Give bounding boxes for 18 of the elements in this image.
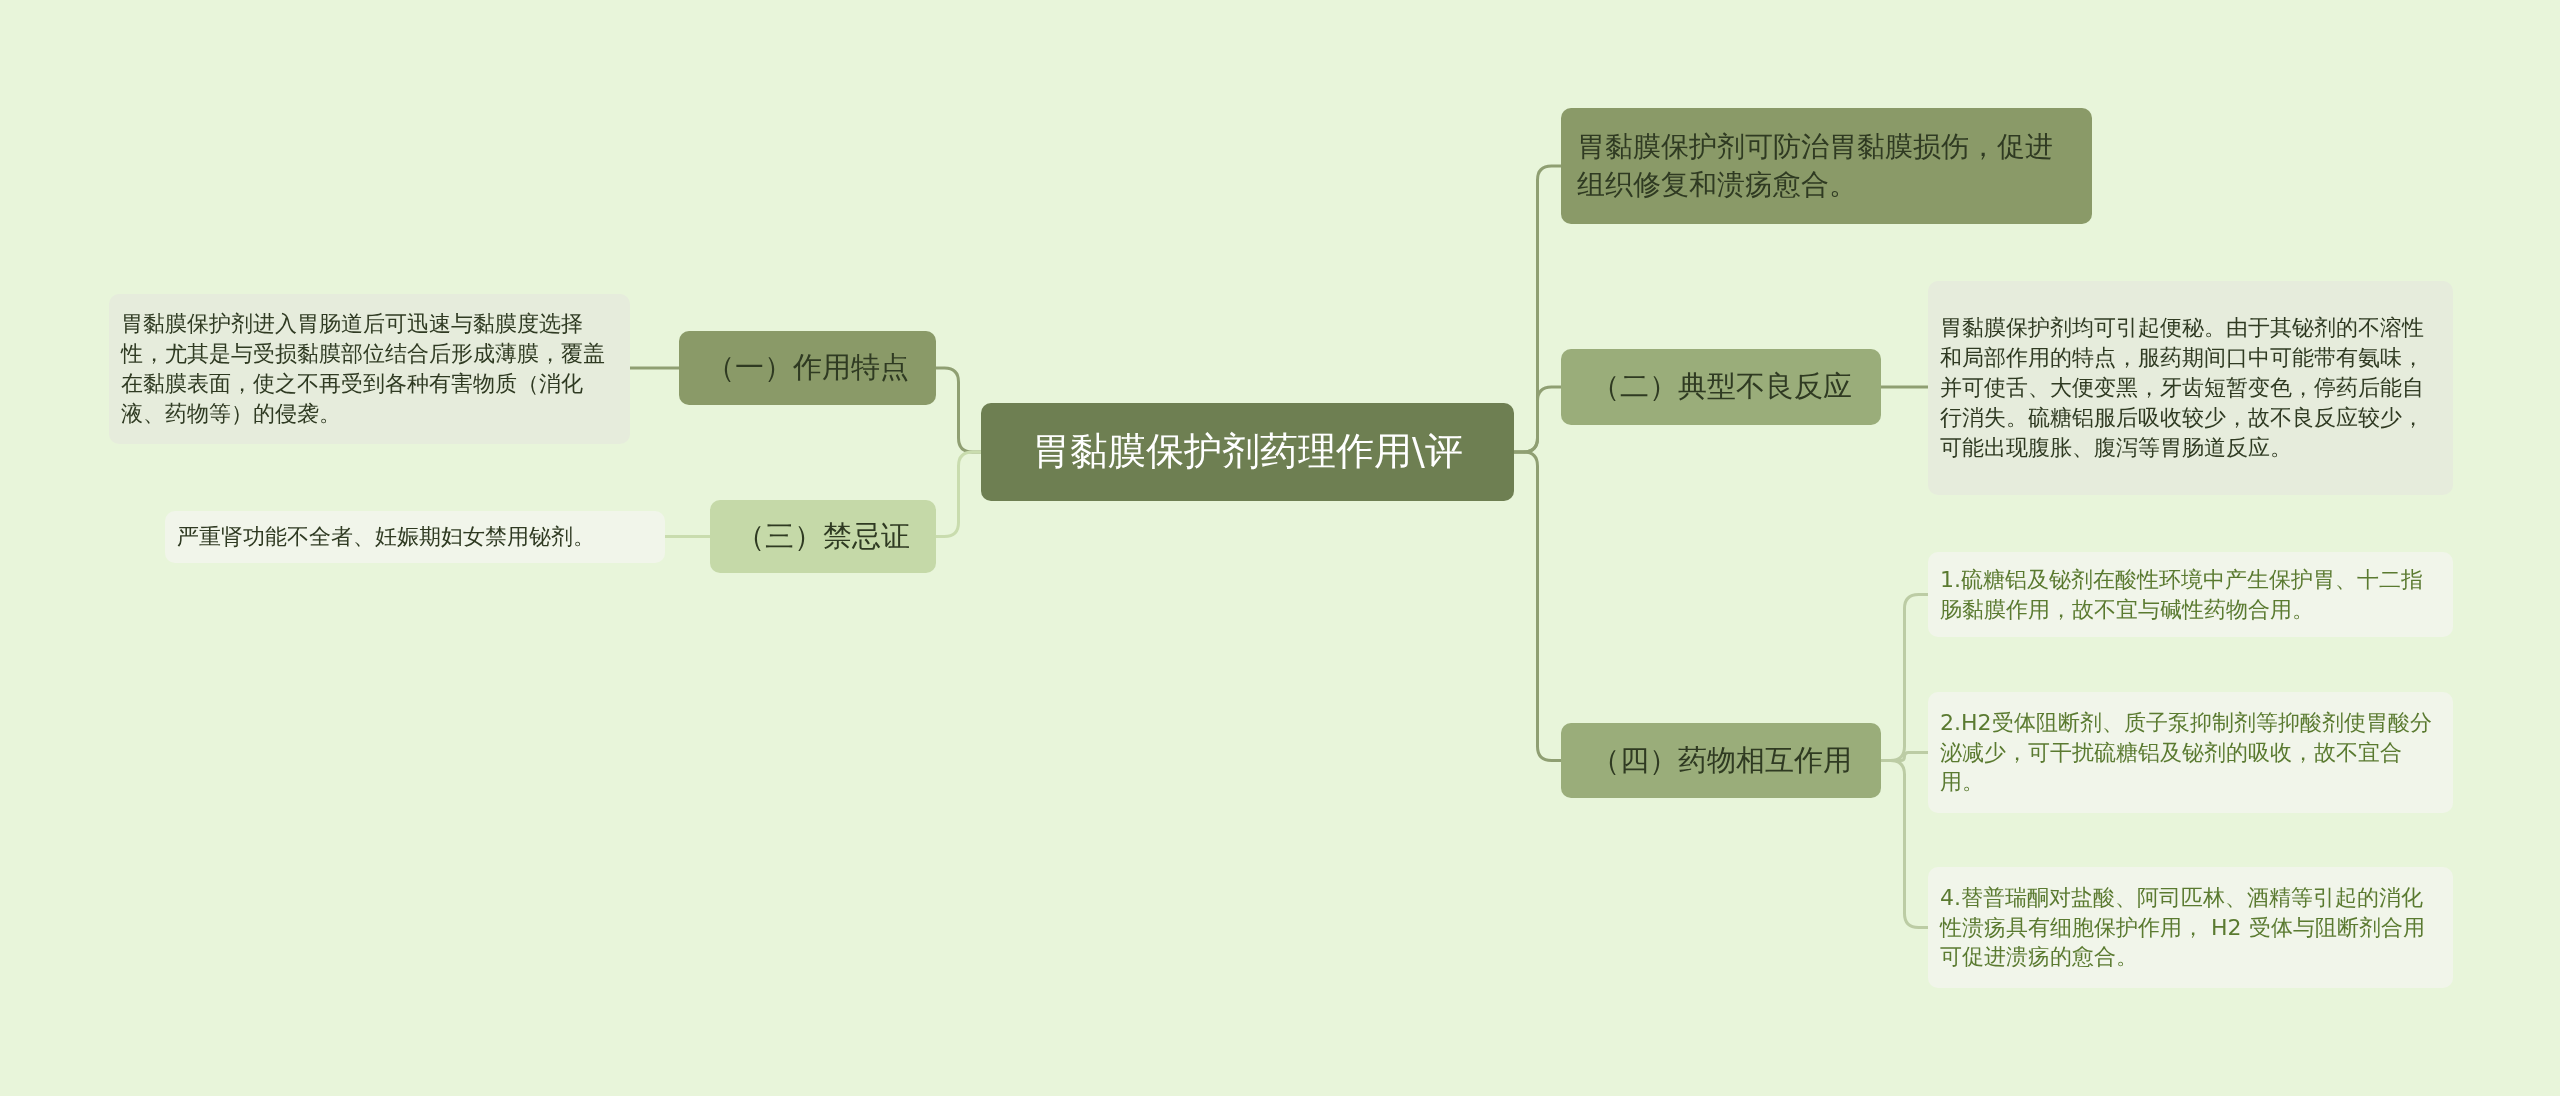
topic-box: （一）作用特点 xyxy=(679,331,936,405)
note-box: 胃黏膜保护剂均可引起便秘。由于其铋剂的不溶性和局部作用的特点，服药期间口中可能带有氨味，并可使舌、大便变黑，牙齿短暂变色，停药后能自行消失。硫糖铝服后吸收较少，故不良反应较少，可能出现腹胀、腹泻等胃肠道反应。 xyxy=(1928,281,2453,495)
topic-box: （二）典型不良反应 xyxy=(1561,349,1881,425)
note-box: 严重肾功能不全者、妊娠期妇女禁用铋剂。 xyxy=(165,511,665,563)
connector-line xyxy=(936,450,981,538)
note-box: 胃黏膜保护剂进入胃肠道后可迅速与黏膜度选择性，尤其是与受损黏膜部位结合后形成薄膜，覆盖在黏膜表面，使之不再受到各种有害物质（消化液、药物等）的侵袭。 xyxy=(109,294,630,444)
connector-line xyxy=(665,535,710,538)
connector-line xyxy=(1881,385,1928,389)
connector-line xyxy=(1881,759,1928,929)
topic-box: （四）药物相互作用 xyxy=(1561,723,1881,798)
root-topic-box: 胃黏膜保护剂药理作用\评 xyxy=(981,403,1514,501)
note-box: 4.替普瑞酮对盐酸、阿司匹林、酒精等引起的消化性溃疡具有细胞保护作用， H2 受体与阻断剂合用可促进溃疡的愈合。 xyxy=(1928,867,2453,988)
note-box: 2.H2受体阻断剂、质子泵抑制剂等抑酸剂使胃酸分泌减少，可干扰硫糖铝及铋剂的吸收，故不宜合用。 xyxy=(1928,692,2453,813)
topic-box: 胃黏膜保护剂可防治胃黏膜损伤，促进组织修复和溃疡愈合。 xyxy=(1561,108,2092,224)
connector-line xyxy=(630,366,679,370)
topic-box: （三）禁忌证 xyxy=(710,500,936,573)
connector-line xyxy=(1514,450,1561,762)
note-box: 1.硫糖铝及铋剂在酸性环境中产生保护胃、十二指肠黏膜作用，故不宜与碱性药物合用。 xyxy=(1928,552,2453,637)
